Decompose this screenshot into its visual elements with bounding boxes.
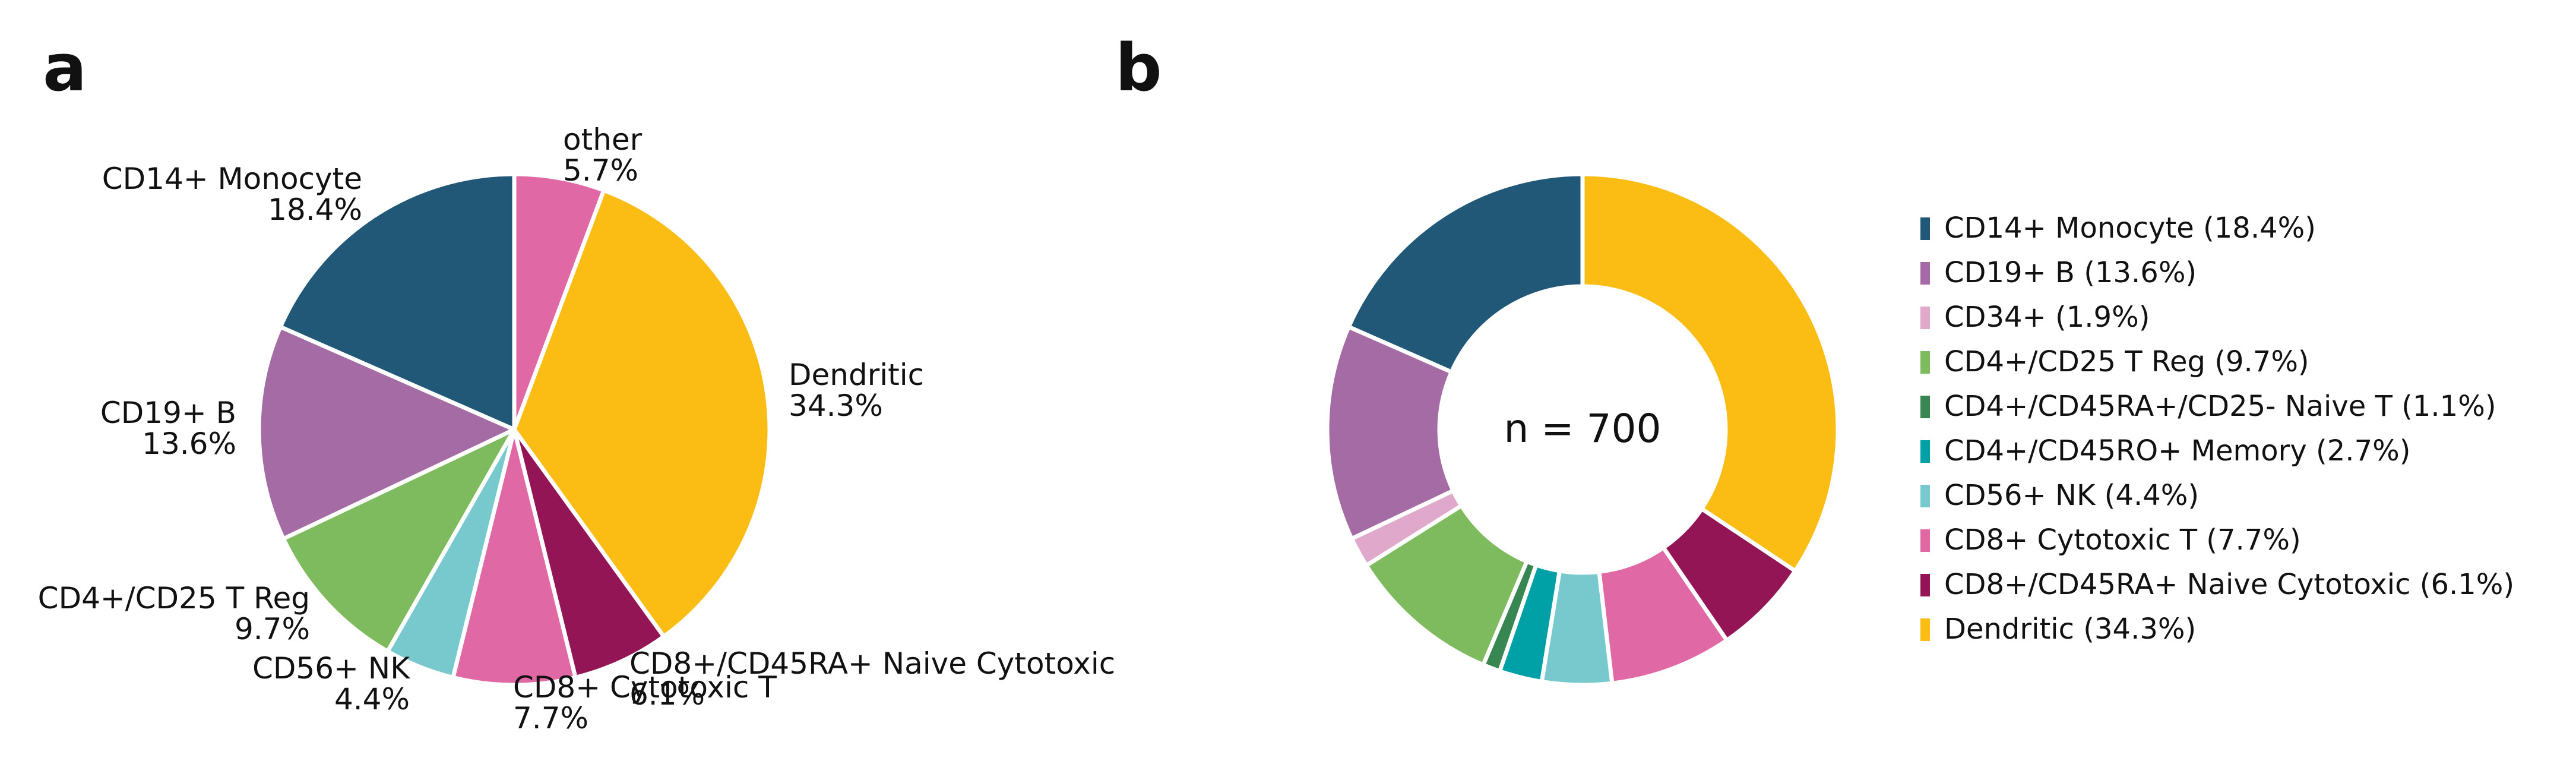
pie-a-pct-cd14-monocyte: 18.4% <box>268 192 362 227</box>
legend-swatch-cd19-b <box>1920 262 1930 285</box>
pie-a-label-cd8-cytotoxic-t: CD8+ Cytotoxic T <box>513 670 777 705</box>
legend-label-cd56-nk: CD56+ NK (4.4%) <box>1944 479 2199 512</box>
pie-a-pct-other: 5.7% <box>563 153 638 188</box>
donut-b-slice-dendritic <box>1580 172 1840 573</box>
pie-a-slice-cd19-b <box>257 324 517 541</box>
pie-a-pct-cd8-cytotoxic-t: 7.7% <box>513 701 588 735</box>
legend-swatch-cd8-cd45ra-naive-cytotoxic <box>1920 574 1930 596</box>
legend-swatch-cd14-monocyte <box>1920 217 1930 240</box>
pie-a-slice-cd8-cd45ra-naive-cytotoxic <box>512 427 666 680</box>
pie-a-label-cd56-nk: CD56+ NK <box>252 651 410 686</box>
legend-label-dendritic: Dendritic (34.3%) <box>1944 612 2196 646</box>
legend-swatch-cd34 <box>1920 307 1930 329</box>
legend-label-cd4-cd45ra-cd25-naive-t: CD4+/CD45RA+/CD25- Naive T (1.1%) <box>1944 390 2496 423</box>
pie-a-pct-cd4-cd25-t-reg: 9.7% <box>235 612 310 646</box>
legend-label-cd19-b: CD19+ B (13.6%) <box>1944 256 2197 289</box>
legend-swatch-cd4-cd45ro-memory <box>1920 440 1930 463</box>
legend-label-cd4-cd25-t-reg: CD4+/CD25 T Reg (9.7%) <box>1944 345 2309 378</box>
pie-a-pct-cd56-nk: 4.4% <box>334 682 410 716</box>
donut-b-slice-cd14-monocyte <box>1346 172 1585 374</box>
panel-b-letter: b <box>1115 30 1162 106</box>
legend-label-cd8-cd45ra-naive-cytotoxic: CD8+/CD45RA+ Naive Cytotoxic (6.1%) <box>1944 568 2514 601</box>
legend-label-cd4-cd45ro-memory: CD4+/CD45RO+ Memory (2.7%) <box>1944 434 2410 468</box>
pie-a-label-cd14-monocyte: CD14+ Monocyte <box>102 162 362 196</box>
panel-a-letter: a <box>43 30 87 106</box>
pie-a-label-dendritic: Dendritic <box>789 358 924 392</box>
legend-label-cd8-cytotoxic-t: CD8+ Cytotoxic T (7.7%) <box>1944 523 2301 557</box>
legend-b: CD14+ Monocyte (18.4%) CD19+ B (13.6%) CD3… <box>1920 211 2514 646</box>
legend-label-cd34: CD34+ (1.9%) <box>1944 301 2150 334</box>
legend-swatch-cd8-cytotoxic-t <box>1920 529 1930 552</box>
pie-a-slice-dendritic <box>512 188 772 639</box>
pie-a-label-cd19-b: CD19+ B <box>100 396 236 430</box>
pie-a-slice-cd4-cd25-t-reg <box>281 427 517 653</box>
pie-a-pct-dendritic: 34.3% <box>789 389 883 423</box>
donut-chart-b <box>1325 172 1840 687</box>
pie-a-slice-cd14-monocyte <box>278 172 517 432</box>
donut-b-slice-cd19-b <box>1325 324 1455 541</box>
legend-swatch-cd4-cd45ra-cd25-naive-t <box>1920 396 1930 418</box>
donut-center-label: n = 700 <box>1504 406 1661 452</box>
pie-a-pct-cd19-b: 13.6% <box>142 427 236 461</box>
pie-a-label-cd4-cd25-t-reg: CD4+/CD25 T Reg <box>38 581 310 615</box>
pie-a-label-other: other <box>563 122 643 157</box>
pie-a-slice-cd8-cytotoxic-t <box>451 427 578 687</box>
legend-swatch-dendritic <box>1920 618 1930 641</box>
legend-swatch-cd4-cd25-t-reg <box>1920 351 1930 374</box>
legend-swatch-cd56-nk <box>1920 485 1930 507</box>
pie-a-label-cd8-cd45ra-naive-cytotoxic: CD8+/CD45RA+ Naive Cytotoxic <box>629 646 1115 681</box>
legend-label-cd14-monocyte: CD14+ Monocyte (18.4%) <box>1944 211 2316 245</box>
pie-a-pct-cd8-cd45ra-naive-cytotoxic: 6.1% <box>629 677 705 712</box>
